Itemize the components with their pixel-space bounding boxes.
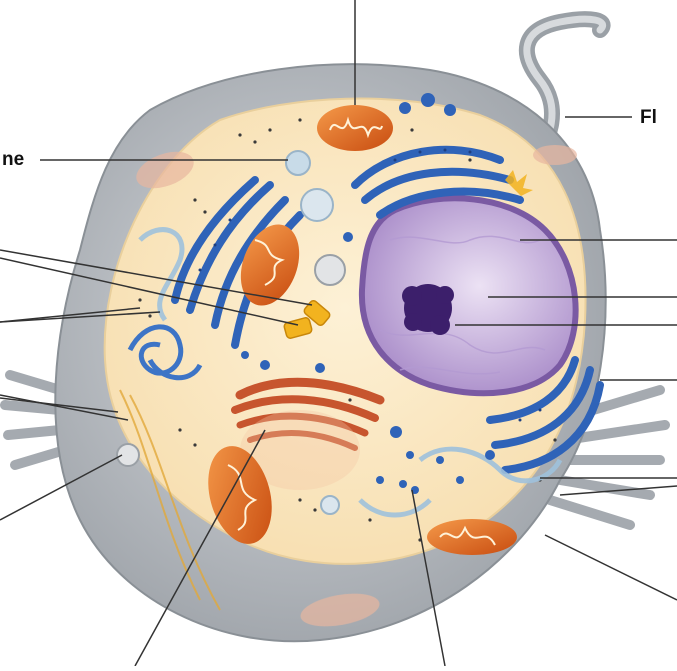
- nucleus: [362, 198, 576, 393]
- label-flagellum-partial: Fl: [640, 108, 657, 127]
- label-left-partial: ne: [2, 150, 24, 169]
- nucleolus: [402, 284, 454, 335]
- mitochondrion-lower-right: [427, 519, 517, 555]
- mitochondrion-top: [317, 105, 393, 151]
